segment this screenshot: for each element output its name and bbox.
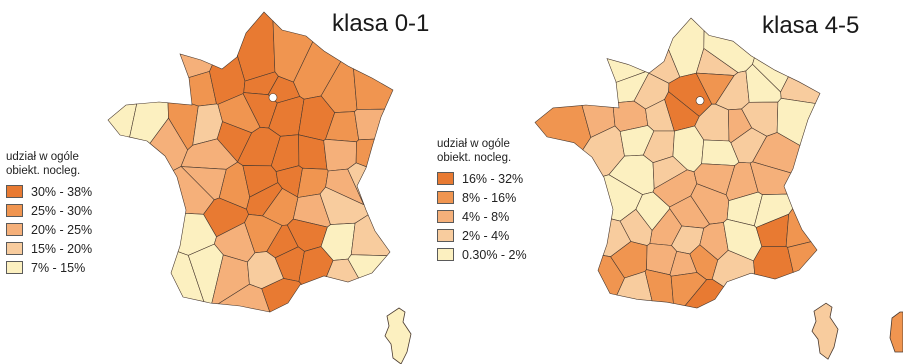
france-choropleth-map bbox=[534, 17, 903, 360]
legend-swatch bbox=[437, 172, 454, 185]
legend-swatch bbox=[6, 223, 23, 236]
department-region bbox=[787, 241, 818, 273]
legend-title: udział w ogóle obiekt. nocleg. bbox=[6, 151, 81, 177]
department-region bbox=[353, 68, 394, 110]
department-region bbox=[785, 208, 812, 248]
map-legend: udział w ogóle obiekt. nocleg. 30% - 38%… bbox=[6, 150, 92, 277]
legend-item: 15% - 20% bbox=[6, 239, 92, 258]
map-panel-klasa-0-1: klasa 0-1 udział w ogóle obiekt. nocleg.… bbox=[0, 0, 440, 364]
legend-item: 8% - 16% bbox=[437, 188, 527, 207]
legend-item: 7% - 15% bbox=[6, 258, 92, 277]
department-region bbox=[684, 278, 725, 309]
adjacent-map-fragment bbox=[889, 311, 903, 353]
legend-swatch bbox=[6, 261, 23, 274]
legend-swatch bbox=[6, 185, 23, 198]
legend-title: udział w ogóle obiekt. nocleg. bbox=[437, 138, 512, 164]
department-region bbox=[261, 278, 303, 313]
legend-item: 0.30% - 2% bbox=[437, 245, 527, 264]
paris-region bbox=[695, 96, 705, 105]
legend-item: 25% - 30% bbox=[6, 201, 92, 220]
department-region bbox=[753, 246, 794, 280]
paris-region bbox=[268, 93, 278, 102]
legend-item: 4% - 8% bbox=[437, 207, 527, 226]
legend-item: 30% - 38% bbox=[6, 182, 92, 201]
department-region bbox=[354, 108, 385, 141]
legend-item: 16% - 32% bbox=[437, 169, 527, 188]
department-region bbox=[534, 105, 592, 151]
department-region bbox=[298, 246, 334, 285]
legend-swatch bbox=[437, 210, 454, 223]
department-region bbox=[347, 254, 388, 279]
legend-swatch bbox=[437, 229, 454, 242]
legend-item: 2% - 4% bbox=[437, 226, 527, 245]
corsica-island bbox=[384, 307, 412, 364]
france-choropleth-map bbox=[107, 11, 412, 364]
legend-swatch bbox=[6, 204, 23, 217]
department-region bbox=[237, 11, 276, 82]
map-title: klasa 0-1 bbox=[332, 10, 430, 37]
legend-swatch bbox=[437, 248, 454, 261]
map-title: klasa 4-5 bbox=[762, 12, 860, 39]
legend-item: 20% - 25% bbox=[6, 220, 92, 239]
department-region bbox=[355, 138, 375, 168]
legend-swatch bbox=[437, 191, 454, 204]
map-legend: udział w ogóle obiekt. nocleg. 16% - 32%… bbox=[437, 137, 527, 264]
corsica-island bbox=[811, 302, 839, 360]
map-panel-klasa-4-5: klasa 4-5 udział w ogóle obiekt. nocleg.… bbox=[437, 0, 903, 364]
legend-swatch bbox=[6, 242, 23, 255]
